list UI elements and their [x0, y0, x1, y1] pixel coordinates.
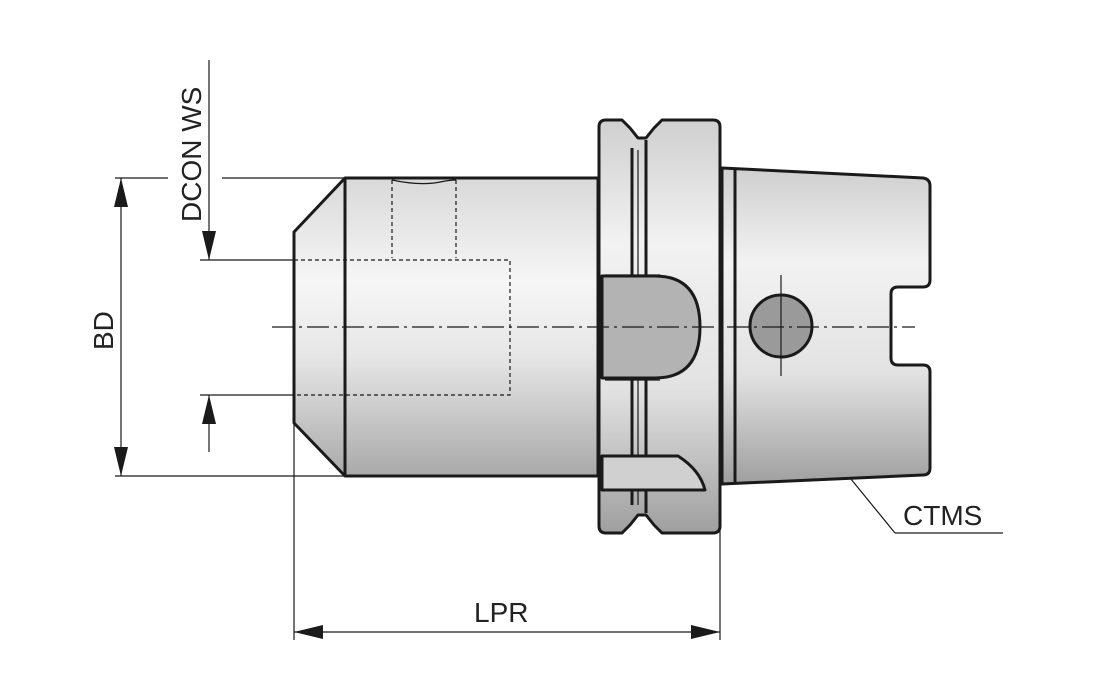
ctms-label: CTMS	[903, 500, 982, 531]
dimension-lines	[114, 60, 1003, 640]
dcon-ws-label: DCON WS	[176, 87, 207, 222]
dcon-arrow-top	[202, 231, 216, 260]
front-body	[292, 176, 600, 478]
lpr-arrow-left	[294, 625, 323, 639]
bd-arrow-top	[114, 178, 128, 207]
lpr-arrow-right	[691, 625, 720, 639]
dcon-arrow-bottom	[202, 395, 216, 424]
bd-arrow-bottom	[114, 447, 128, 476]
taper-shank	[720, 166, 932, 486]
bd-label: BD	[88, 311, 119, 350]
lpr-label: LPR	[474, 597, 528, 628]
